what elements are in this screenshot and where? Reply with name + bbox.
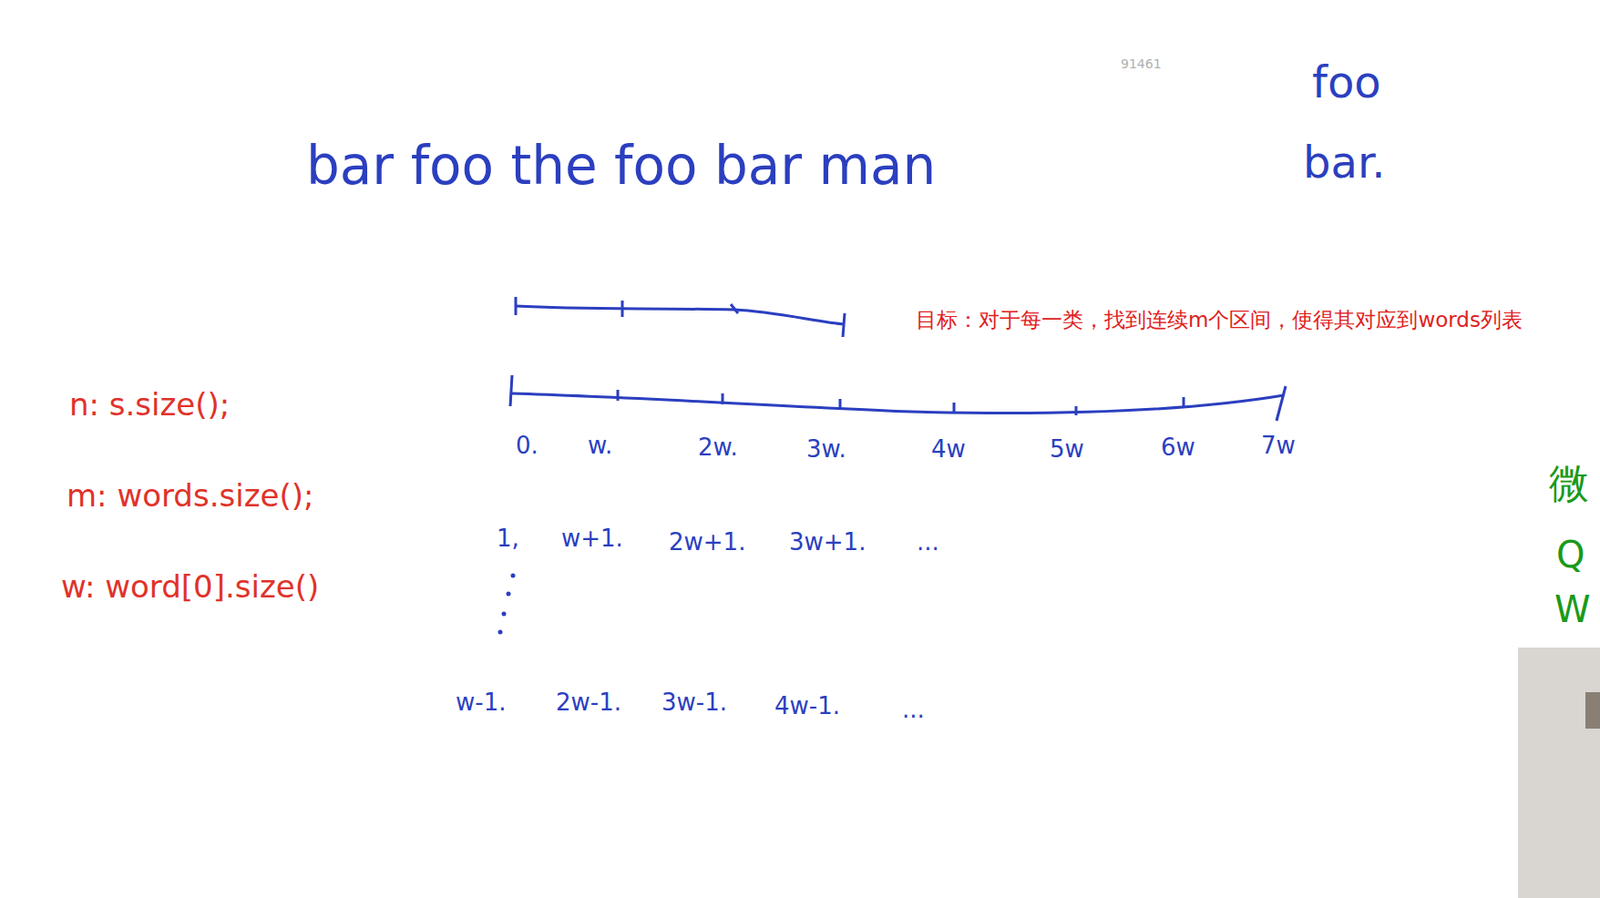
tick bbox=[730, 304, 739, 314]
ellipsis: ... bbox=[916, 528, 940, 557]
variable-definition: m: words.size(); bbox=[66, 477, 314, 515]
tick bbox=[842, 313, 845, 338]
tick bbox=[510, 375, 513, 407]
presenter-photo bbox=[1585, 692, 1600, 729]
axis-label: 5w bbox=[1049, 435, 1085, 464]
contact-text: 微 bbox=[1548, 460, 1590, 509]
axis-label: 3w. bbox=[806, 435, 847, 464]
tick bbox=[1276, 386, 1286, 421]
start-offset: w-1. bbox=[455, 688, 506, 718]
word-item: foo bbox=[1312, 56, 1382, 110]
ellipsis-dot bbox=[506, 592, 512, 597]
start-offset: 1, bbox=[496, 524, 520, 554]
start-offset: 3w-1. bbox=[661, 688, 728, 718]
start-offset: w+1. bbox=[561, 524, 624, 554]
tick bbox=[514, 297, 518, 316]
watermark: 91461 bbox=[1120, 56, 1162, 72]
ellipsis-dot bbox=[498, 630, 503, 636]
variable-definition: w: word[0].size() bbox=[61, 568, 319, 606]
example-string: bar foo the foo bar man bbox=[306, 134, 936, 199]
ellipsis-dot bbox=[511, 574, 516, 579]
word-item: bar. bbox=[1302, 136, 1385, 190]
axis-line bbox=[512, 393, 1284, 413]
start-offset: 3w+1. bbox=[789, 528, 866, 557]
contact-text: Q bbox=[1556, 533, 1585, 577]
start-offset: 2w-1. bbox=[555, 688, 622, 718]
tick bbox=[621, 300, 625, 318]
axis-label: 4w bbox=[931, 435, 966, 464]
axis-label: w. bbox=[587, 431, 613, 461]
start-offset: 2w+1. bbox=[668, 528, 746, 557]
start-offset: 4w-1. bbox=[774, 692, 841, 721]
segment-line bbox=[515, 306, 845, 325]
tick bbox=[1075, 406, 1078, 416]
tick bbox=[953, 402, 956, 414]
axis-label: 6w bbox=[1160, 433, 1196, 462]
tick bbox=[1182, 397, 1186, 407]
tick bbox=[839, 399, 842, 411]
variable-definition: n: s.size(); bbox=[69, 386, 230, 424]
ellipsis: ... bbox=[902, 696, 925, 725]
axis-label: 7w bbox=[1261, 431, 1296, 461]
ellipsis-dot bbox=[502, 612, 507, 617]
axis-label: 0. bbox=[515, 431, 539, 461]
presenter-photo bbox=[1517, 647, 1600, 898]
contact-text: W bbox=[1554, 587, 1591, 632]
tick bbox=[616, 389, 620, 401]
goal-note: 目标：对于每一类，找到连续m个区间，使得其对应到words列表 bbox=[915, 307, 1590, 334]
axis-label: 2w. bbox=[697, 433, 739, 462]
tick bbox=[721, 393, 725, 405]
